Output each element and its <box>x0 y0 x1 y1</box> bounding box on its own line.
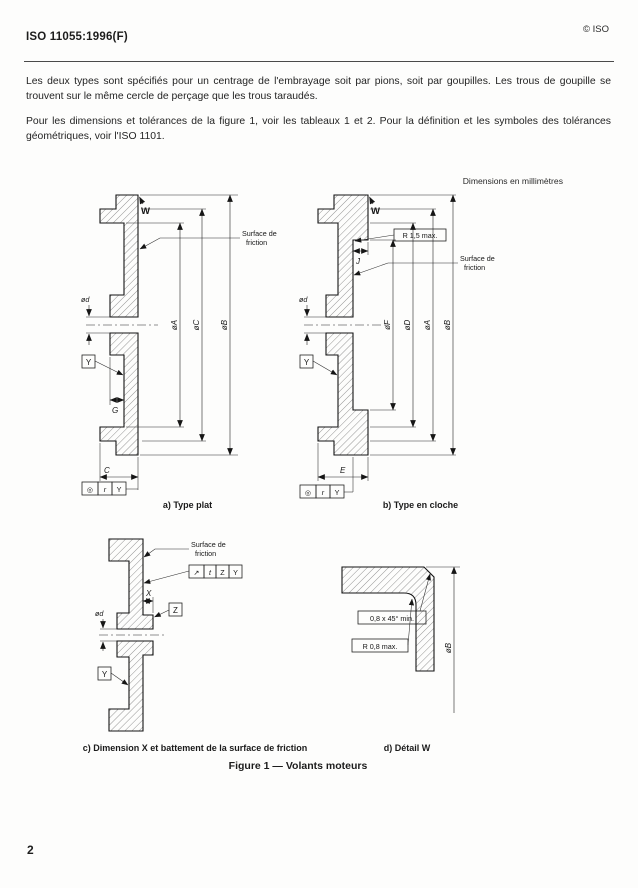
fig-b-friction-surface-callout: Surface de friction <box>353 254 495 276</box>
fcf-datum-2: Y <box>233 568 238 577</box>
fig-c-friction-surface-callout: Surface de friction <box>143 540 226 558</box>
flywheel-section-b <box>304 194 386 456</box>
flywheel-section-a <box>86 194 158 456</box>
detail-w-reference: W <box>371 206 380 217</box>
document-number: ISO 11055:1996(F) <box>26 31 128 43</box>
header-rule <box>24 61 614 62</box>
dia-c-label: øC <box>192 319 201 330</box>
figure-caption: Figure 1 — Volants moteurs <box>228 760 368 772</box>
svg-text:friction: friction <box>464 263 485 272</box>
fig-a-bore-dimension: ød <box>81 295 110 345</box>
figure-c-drawing: Surface de friction ↗ t Z Y Z X <box>95 538 243 732</box>
caption-d: d) Détail W <box>383 743 431 753</box>
friction-surface-label: Surface de <box>191 540 226 549</box>
fig-b-radius-callout: R 1,5 max. <box>354 228 447 243</box>
fcf-datum-1: Z <box>220 568 225 577</box>
datum-z-label: Z <box>173 606 178 615</box>
svg-text:friction: friction <box>195 549 216 558</box>
fig-a-w-callout: W <box>139 196 150 217</box>
fig-c-bore-dimension: ød <box>95 609 117 651</box>
fig-c-dimension-x: X <box>142 589 154 613</box>
fcf-symbol: ◎ <box>305 488 311 497</box>
caption-a: a) Type plat <box>162 500 213 510</box>
fig-a-diameter-dimensions: øA øC øB <box>126 194 238 456</box>
fig-b-bore-dimension: ød <box>299 295 326 345</box>
fig-b-dimension-e: E <box>317 443 369 481</box>
fig-c-tolerance-frame: ↗ t Z Y <box>143 564 243 584</box>
svg-text:friction: friction <box>246 238 267 247</box>
dia-b-label: øB <box>443 319 452 330</box>
fcf-datum: Y <box>335 488 340 497</box>
dia-d-label: øD <box>403 319 412 330</box>
fig-b-w-callout: W <box>369 196 380 217</box>
fig-a-friction-surface-callout: Surface de friction <box>139 229 277 250</box>
figure-d-drawing: 0,8 x 45° min. R 0,8 max. øB <box>341 566 460 713</box>
fcf-tolerance: t <box>209 568 212 577</box>
friction-surface-label: Surface de <box>460 254 495 263</box>
fig-b-tolerance-frame: ◎ r Y <box>299 457 354 499</box>
intro-paragraph-1: Les deux types sont spécifiés pour un ce… <box>26 76 611 103</box>
detail-w-reference: W <box>141 206 150 217</box>
caption-c: c) Dimension X et battement de la surfac… <box>82 743 308 753</box>
dia-b-label: øB <box>220 319 229 330</box>
fig-d-chamfer-callout: 0,8 x 45° min. <box>357 573 431 625</box>
fig-c-datum-y: Y <box>97 666 129 686</box>
dia-b-label: øB <box>444 642 453 653</box>
figure-b-drawing: W R 1,5 max. Surface de friction J <box>299 194 495 499</box>
dim-j-label: J <box>355 257 361 266</box>
caption-b: b) Type en cloche <box>382 500 459 510</box>
dia-a-label: øA <box>170 320 179 330</box>
dia-f-label: øF <box>383 319 392 330</box>
fig-d-diameter-b: øB <box>426 566 460 713</box>
friction-surface-label: Surface de <box>242 229 277 238</box>
bore-dia-label: ød <box>299 295 308 304</box>
rim-corner-section <box>341 566 435 672</box>
dim-e-label: E <box>340 466 346 475</box>
fcf-tolerance: r <box>322 488 325 497</box>
page-number: 2 <box>27 843 34 857</box>
chamfer-note: 0,8 x 45° min. <box>370 614 414 623</box>
fcf-symbol: ◎ <box>87 485 93 494</box>
fig-b-diameter-dimensions: øF øD øA øB <box>370 194 456 456</box>
dim-c-label: C <box>104 466 110 475</box>
dia-a-label: øA <box>423 320 432 330</box>
datum-y-label: Y <box>86 358 92 367</box>
fig-b-datum-y: Y <box>299 354 338 376</box>
fig-a-dimension-g: G <box>109 357 125 415</box>
fig-d-radius-callout: R 0,8 max. <box>351 598 415 653</box>
intro-text: Les deux types sont spécifiés pour un ce… <box>26 74 611 144</box>
dim-x-label: X <box>145 589 152 598</box>
intro-paragraph-2: Pour les dimensions et tolérances de la … <box>26 116 611 143</box>
fcf-datum: Y <box>117 485 122 494</box>
radius-note: R 0,8 max. <box>363 642 398 651</box>
fcf-tolerance: r <box>104 485 107 494</box>
fcf-symbol: ↗ <box>193 568 199 577</box>
fig-c-datum-z: Z <box>154 602 183 618</box>
fig-b-dimension-j: J <box>352 242 369 266</box>
bore-dia-label: ød <box>81 295 90 304</box>
dim-g-label: G <box>112 406 118 415</box>
datum-y-label: Y <box>102 670 108 679</box>
fig-a-dimension-c: C <box>99 443 139 490</box>
radius-note: R 1,5 max. <box>403 231 438 240</box>
datum-y-label: Y <box>304 358 310 367</box>
dimensions-note: Dimensions en millimètres <box>462 176 563 186</box>
fig-a-datum-y: Y <box>81 354 124 376</box>
copyright-notice: © ISO <box>582 24 609 35</box>
figure-a-drawing: W Surface de friction øA øC øB ød <box>81 194 277 496</box>
bore-dia-label: ød <box>95 609 104 618</box>
fig-a-tolerance-frame: ◎ r Y <box>81 481 138 496</box>
flywheel-section-c <box>99 538 167 732</box>
